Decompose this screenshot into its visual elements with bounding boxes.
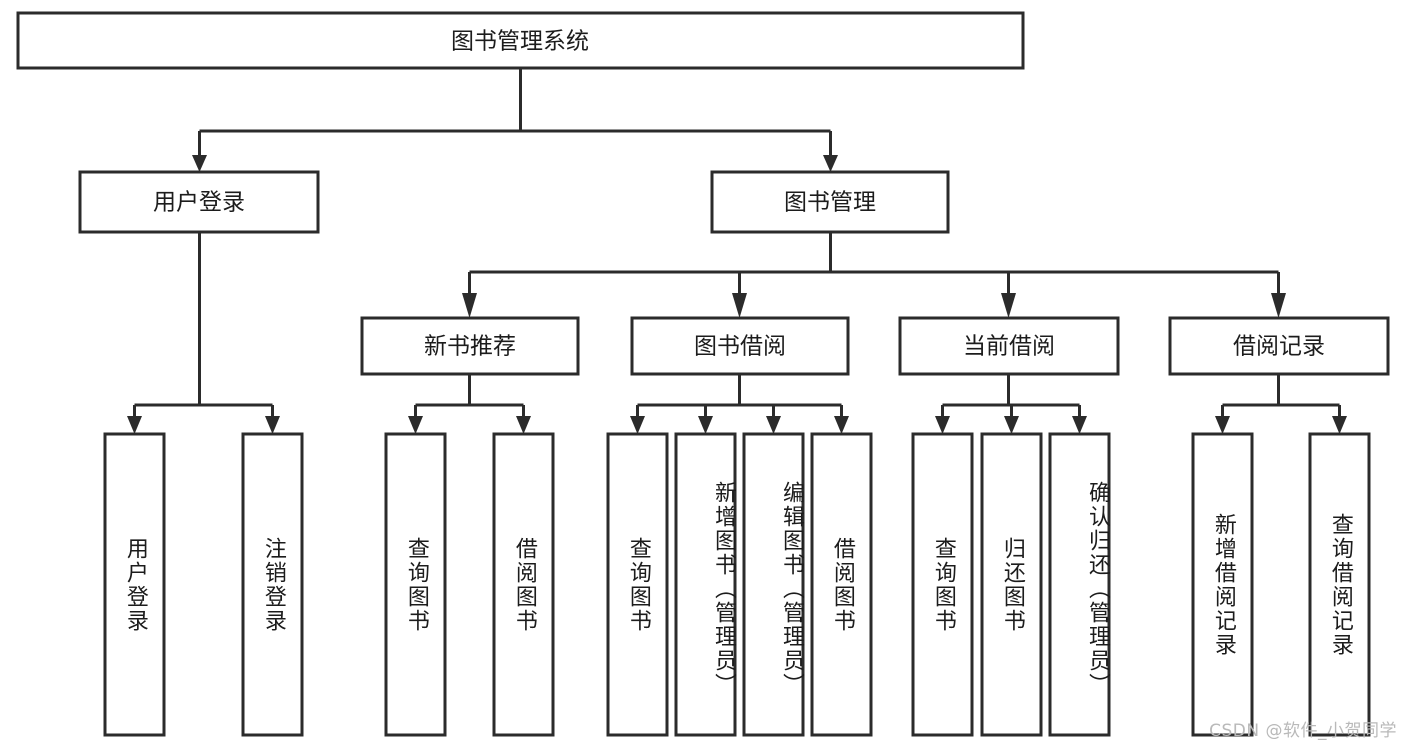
node-borrow-record[interactable]: 借阅记录 bbox=[1168, 316, 1390, 376]
connector-group-book-borrow bbox=[630, 374, 849, 434]
leaf-box-new-book-2[interactable] bbox=[492, 432, 555, 737]
node-current-borrow-box[interactable] bbox=[898, 316, 1120, 376]
arrow-head-leaf-book-borrow-1 bbox=[630, 416, 645, 434]
node-root-system[interactable]: 图书管理系统 bbox=[16, 11, 1025, 70]
leaf-box-book-borrow-2[interactable] bbox=[674, 432, 737, 737]
arrow-head-book-borrow bbox=[732, 293, 747, 318]
connector-group-book-management bbox=[462, 232, 1286, 318]
arrow-head-leaf-user-login-1 bbox=[127, 416, 142, 434]
node-user-login-label: 用户登录 bbox=[153, 190, 245, 216]
leaf-boxes bbox=[103, 432, 1371, 737]
arrow-head-new-book bbox=[462, 293, 477, 318]
node-book-borrow-label: 图书借阅 bbox=[694, 334, 786, 360]
arrow-head-current-borrow bbox=[1001, 293, 1016, 318]
arrow-head-leaf-current-borrow-3 bbox=[1072, 416, 1087, 434]
arrow-head-leaf-book-borrow-2 bbox=[698, 416, 713, 434]
node-current-borrow-label: 当前借阅 bbox=[963, 334, 1055, 360]
arrow-head-leaf-book-borrow-3 bbox=[766, 416, 781, 434]
leaf-box-current-borrow-3[interactable] bbox=[1048, 432, 1111, 737]
leaf-box-current-borrow-2[interactable] bbox=[980, 432, 1043, 737]
node-new-book-recommend-box[interactable] bbox=[360, 316, 580, 376]
arrow-head-leaf-current-borrow-2 bbox=[1004, 416, 1019, 434]
leaf-box-borrow-record-2[interactable] bbox=[1308, 432, 1371, 737]
leaf-box-book-borrow-1[interactable] bbox=[606, 432, 669, 737]
arrow-head-leaf-user-login-2 bbox=[265, 416, 280, 434]
connector-group-current-borrow bbox=[935, 374, 1087, 434]
arrow-head-leaf-current-borrow-1 bbox=[935, 416, 950, 434]
leaf-box-book-borrow-4[interactable] bbox=[810, 432, 873, 737]
node-book-management[interactable]: 图书管理 bbox=[710, 170, 950, 234]
leaf-box-borrow-record-1[interactable] bbox=[1191, 432, 1254, 737]
arrow-head-book-mgmt bbox=[823, 155, 838, 172]
connector-group-borrow-record bbox=[1215, 374, 1347, 434]
leaf-box-new-book-1[interactable] bbox=[384, 432, 447, 737]
leaf-box-current-borrow-1[interactable] bbox=[911, 432, 974, 737]
arrow-head-leaf-borrow-record-2 bbox=[1332, 416, 1347, 434]
leaf-box-book-borrow-3[interactable] bbox=[742, 432, 805, 737]
node-book-borrow-box[interactable] bbox=[630, 316, 850, 376]
node-user-login[interactable]: 用户登录 bbox=[78, 170, 320, 234]
node-borrow-record-box[interactable] bbox=[1168, 316, 1390, 376]
leaf-box-user-login-2[interactable] bbox=[241, 432, 304, 737]
connector-group-root bbox=[192, 68, 838, 172]
leaf-box-user-login-1[interactable] bbox=[103, 432, 166, 737]
node-borrow-record-label: 借阅记录 bbox=[1233, 334, 1325, 360]
arrow-head-leaf-book-borrow-4 bbox=[834, 416, 849, 434]
connector-group-user-login bbox=[127, 232, 280, 434]
node-user-login-box[interactable] bbox=[78, 170, 320, 234]
arrow-head-leaf-new-book-2 bbox=[516, 416, 531, 434]
node-new-book-recommend[interactable]: 新书推荐 bbox=[360, 316, 580, 376]
connector-group-new-book-recommend bbox=[408, 374, 531, 434]
node-new-book-recommend-label: 新书推荐 bbox=[424, 334, 516, 360]
csdn-watermark: CSDN @软件_小贺同学 bbox=[1209, 721, 1397, 741]
node-book-borrow[interactable]: 图书借阅 bbox=[630, 316, 850, 376]
node-root-system-label: 图书管理系统 bbox=[451, 29, 589, 55]
arrow-head-leaf-borrow-record-1 bbox=[1215, 416, 1230, 434]
node-book-management-label: 图书管理 bbox=[784, 190, 876, 216]
arrow-head-borrow-record bbox=[1271, 293, 1286, 318]
node-root-system-box[interactable] bbox=[16, 11, 1025, 70]
arrow-head-leaf-new-book-1 bbox=[408, 416, 423, 434]
arrow-head-user-login bbox=[192, 155, 207, 172]
node-current-borrow[interactable]: 当前借阅 bbox=[898, 316, 1120, 376]
